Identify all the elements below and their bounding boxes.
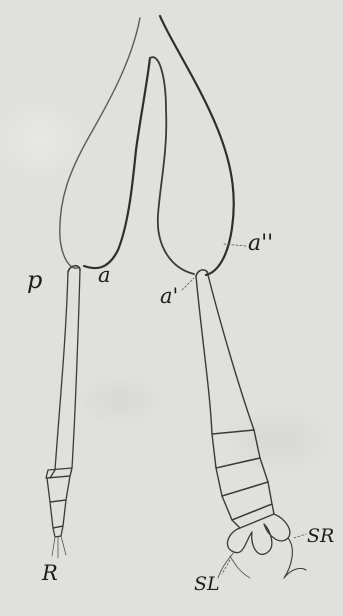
- right-appendage-right: [284, 538, 306, 578]
- label-a-double-prime: a'': [248, 233, 273, 255]
- left-segment-3: [50, 500, 66, 528]
- left-segment-4: [53, 526, 63, 537]
- left-stalk: [50, 270, 80, 478]
- right-appendage-left: [218, 552, 250, 578]
- left-bulb-outline: [60, 18, 140, 268]
- left-bristles: [52, 536, 66, 558]
- a-prime-leader: [182, 278, 194, 290]
- right-bulb-inner-edge: [150, 57, 194, 274]
- SR-leader: [294, 534, 306, 538]
- right-bulb-outline: [160, 16, 234, 275]
- label-a: a: [98, 265, 111, 286]
- left-bulb-inner-edge: [84, 58, 150, 268]
- label-SL: SL: [194, 575, 220, 594]
- right-segment-4: [232, 504, 274, 528]
- left-stalk-cap: [68, 266, 80, 272]
- label-R: R: [42, 563, 58, 584]
- right-stalk: [196, 275, 254, 434]
- right-segment-1: [212, 430, 260, 468]
- left-segment-2: [47, 476, 70, 502]
- label-a-prime: a': [160, 286, 178, 307]
- label-SR: SR: [307, 527, 334, 546]
- label-p: p: [27, 268, 42, 292]
